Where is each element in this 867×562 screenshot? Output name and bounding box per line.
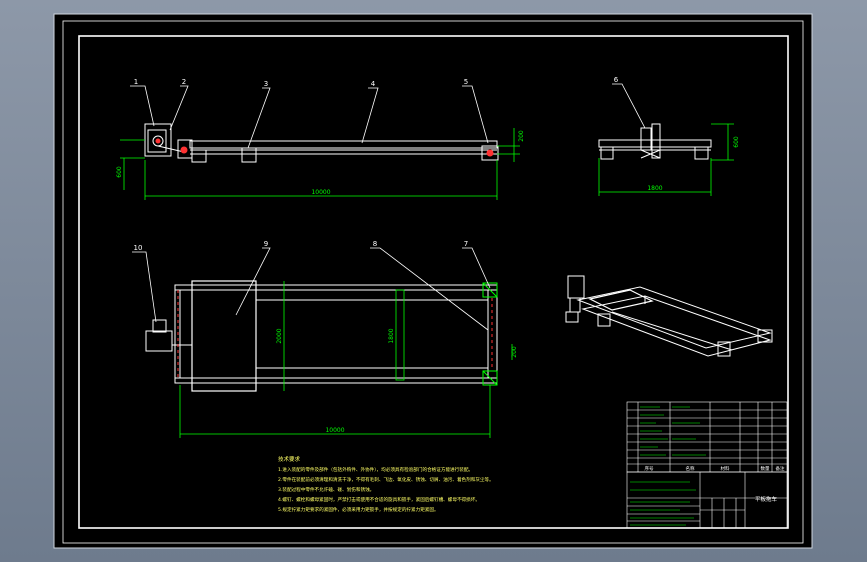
dim-front-height-left: 600 [116,166,123,178]
dim-side-width: 1800 [647,185,662,192]
header-material: 材料 [721,465,730,472]
dim-plan-width: 2000 [276,328,283,343]
dim-front-length: 10000 [311,189,330,196]
header-name: 名称 [686,465,695,472]
note-line-5: 5.规定拧紧力矩要求的紧固件，必须采用力矩扳手，并按规定的拧紧力矩紧固。 [278,506,439,513]
note-line-3: 3.装配过程中零件不允许磕、碰、划伤和锈蚀。 [278,486,374,493]
front-view-dimensions [120,128,520,200]
parts-list-fill [630,406,706,526]
model-space[interactable] [53,13,813,549]
header-index: 序号 [645,465,654,472]
dim-plan-small: 200 [511,346,518,358]
dim-plan-length: 10000 [325,427,344,434]
balloon-6[interactable]: 6 [614,76,619,84]
plan-view [145,280,498,392]
technical-notes: 技术要求 1.进入装配的零件及部件（包括外购件、外协件），均必须具有检验部门的合… [278,455,494,513]
dim-front-small-right: 200 [518,130,525,142]
balloon-5[interactable]: 5 [464,78,468,86]
balloon-8[interactable]: 8 [373,240,377,248]
inner-frame [78,35,789,529]
leader-lines [130,83,646,331]
dim-side-height: 600 [733,136,740,148]
header-remark: 备注 [776,465,785,472]
balloon-2[interactable]: 2 [182,78,186,86]
drawing-name: 平板拖车 [755,495,778,503]
parts-list [626,401,788,473]
balloon-1[interactable]: 1 [134,78,138,86]
balloon-3[interactable]: 3 [264,80,268,88]
note-line-1: 1.进入装配的零件及部件（包括外购件、外协件），均必须具有检验部门的合格证方能进… [278,466,473,473]
dim-plan-inner: 1800 [388,328,395,343]
isometric-view [565,275,773,357]
plan-view-dimensions [179,281,513,438]
side-view-dimensions [598,123,734,196]
balloon-9[interactable]: 9 [264,240,268,248]
note-line-4: 4.螺钉、螺栓和螺母紧固时，严禁打击或使用不合适的旋具和扳手，紧固后螺钉槽、螺母… [278,496,480,503]
header-qty: 数量 [761,465,770,472]
front-view [144,123,499,163]
note-line-2: 2.零件在装配前必须清理和清洗干净，不得有毛刺、飞边、氧化皮、锈蚀、切屑、油污、… [278,476,494,483]
balloon-7[interactable]: 7 [464,240,468,248]
outer-frame [62,20,804,544]
notes-heading: 技术要求 [278,455,301,463]
side-view [598,123,712,160]
title-block [626,471,788,529]
balloon-10[interactable]: 10 [134,244,143,252]
balloon-4[interactable]: 4 [371,80,376,88]
